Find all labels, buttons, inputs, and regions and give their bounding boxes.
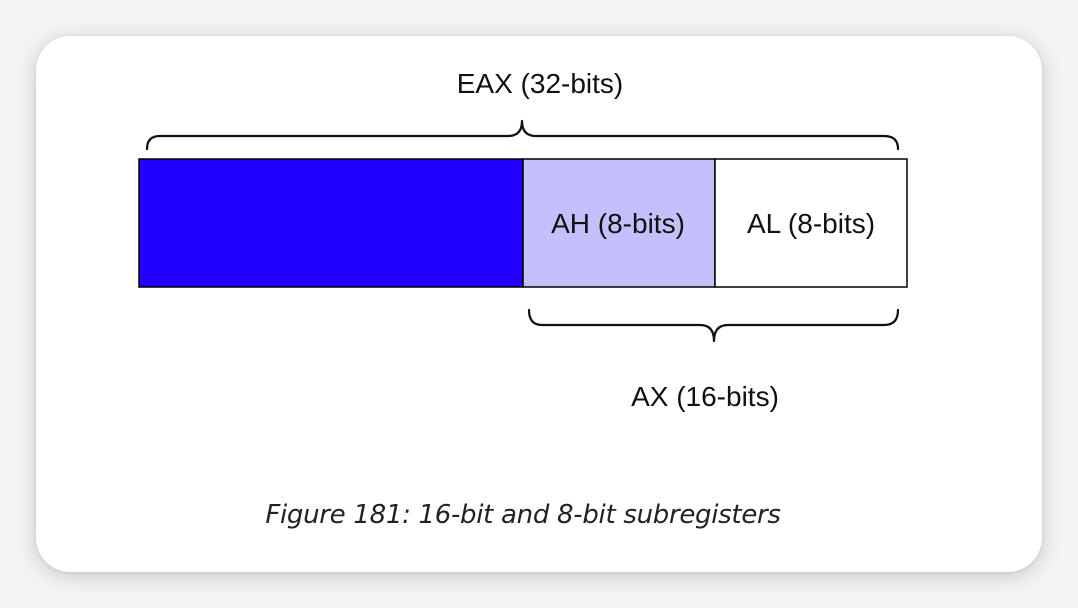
eax-label: EAX (32-bits) <box>457 68 624 99</box>
upper-16-bits-block <box>138 158 524 288</box>
figure-card <box>36 36 1042 572</box>
ax-label: AX (16-bits) <box>631 381 779 412</box>
eax-brace <box>145 119 900 151</box>
ah-label: AH (8-bits) <box>551 208 685 239</box>
al-label: AL (8-bits) <box>747 208 875 239</box>
ax-brace <box>527 308 900 343</box>
figure-caption: Figure 181: 16-bit and 8-bit subregister… <box>265 500 781 530</box>
al-block <box>714 158 908 288</box>
ah-block <box>522 158 716 288</box>
